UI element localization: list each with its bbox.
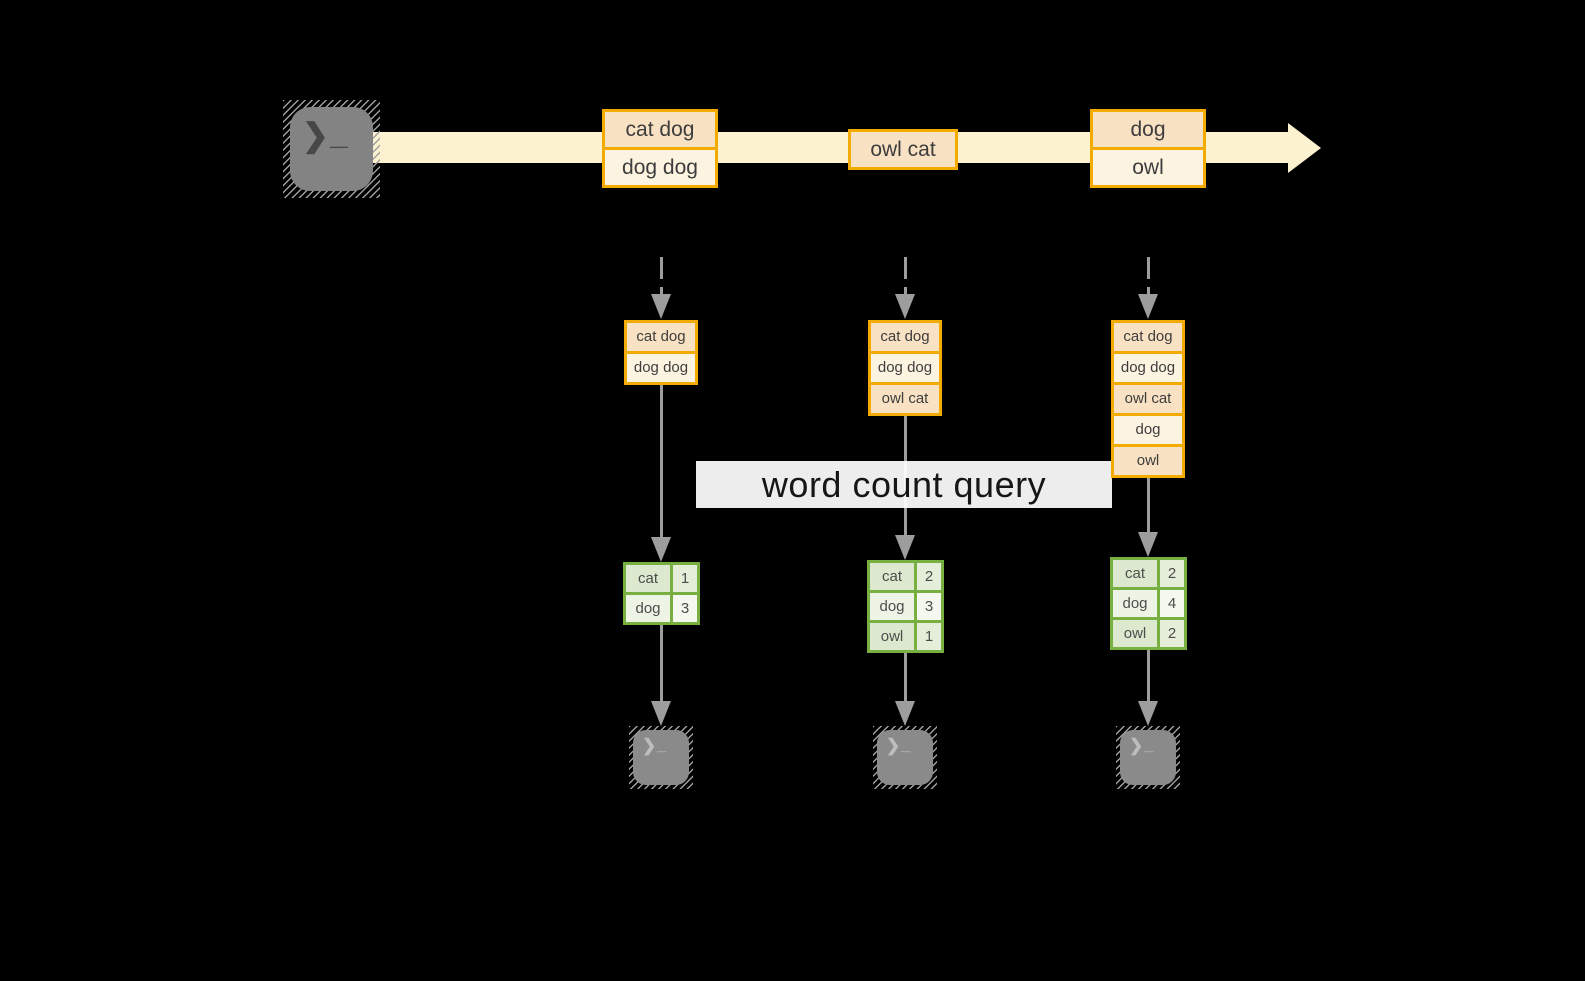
- count-table-2: cat 2 dog 3 owl 1: [867, 560, 944, 653]
- cursor-icon: _: [1144, 735, 1154, 754]
- count-word: dog: [1113, 590, 1157, 617]
- cursor-icon: _: [330, 115, 348, 151]
- count-word: dog: [870, 593, 914, 620]
- stream-batch-3: dog owl: [1090, 109, 1206, 188]
- state-row: dog: [1114, 413, 1182, 444]
- terminal-body: ❯ _: [633, 730, 689, 785]
- trigger-arrow-3: [1146, 257, 1150, 294]
- state-row: owl cat: [1114, 382, 1182, 413]
- count-word: owl: [870, 623, 914, 650]
- terminal-sink-icon-2: ❯ _: [873, 726, 937, 789]
- state-row: dog dog: [627, 351, 695, 382]
- count-word: cat: [1113, 560, 1157, 587]
- output-arrow-2: [903, 653, 907, 701]
- query-arrowhead-2-icon: [894, 535, 915, 560]
- input-state-2: cat dog dog dog owl cat: [868, 320, 942, 416]
- count-word: cat: [626, 565, 670, 592]
- count-value: 2: [1160, 620, 1184, 647]
- count-table-3: cat 2 dog 4 owl 2: [1110, 557, 1187, 650]
- terminal-source-icon: ❯ _: [283, 100, 380, 198]
- count-word: cat: [870, 563, 914, 590]
- cursor-icon: _: [901, 735, 911, 754]
- query-label: word count query: [696, 461, 1112, 508]
- state-row: cat dog: [627, 323, 695, 351]
- trigger-arrow-1: [659, 257, 663, 294]
- prompt-icon: ❯: [1129, 736, 1144, 755]
- trigger-arrowhead-1-icon: [650, 294, 671, 319]
- output-arrowhead-3-icon: [1137, 701, 1158, 726]
- prompt-icon: ❯: [886, 736, 901, 755]
- trigger-arrowhead-2-icon: [894, 294, 915, 319]
- query-arrow-3: [1146, 478, 1150, 532]
- cursor-icon: _: [657, 735, 667, 754]
- count-value: 1: [673, 565, 697, 592]
- state-row: owl cat: [871, 382, 939, 413]
- input-state-1: cat dog dog dog: [624, 320, 698, 385]
- terminal-body: ❯ _: [1120, 730, 1176, 785]
- terminal-sink-icon-1: ❯ _: [629, 726, 693, 789]
- batch-row: dog dog: [605, 147, 715, 185]
- count-table-1: cat 1 dog 3: [623, 562, 700, 625]
- output-arrow-3: [1146, 650, 1150, 701]
- stream-timeline-arrowhead-icon: [1288, 123, 1321, 173]
- count-value: 2: [1160, 560, 1184, 587]
- count-value: 1: [917, 623, 941, 650]
- state-row: cat dog: [1114, 323, 1182, 351]
- count-value: 4: [1160, 590, 1184, 617]
- count-word: dog: [626, 595, 670, 622]
- batch-row: dog: [1093, 112, 1203, 147]
- terminal-sink-icon-3: ❯ _: [1116, 726, 1180, 789]
- state-row: owl: [1114, 444, 1182, 475]
- output-arrowhead-1-icon: [650, 701, 671, 726]
- state-row: dog dog: [1114, 351, 1182, 382]
- terminal-body: ❯ _: [290, 107, 373, 191]
- count-value: 2: [917, 563, 941, 590]
- count-value: 3: [673, 595, 697, 622]
- state-row: cat dog: [871, 323, 939, 351]
- prompt-icon: ❯: [642, 736, 657, 755]
- input-state-3: cat dog dog dog owl cat dog owl: [1111, 320, 1185, 478]
- query-arrow-1: [659, 385, 663, 537]
- query-arrowhead-1-icon: [650, 537, 671, 562]
- trigger-arrowhead-3-icon: [1137, 294, 1158, 319]
- count-value: 3: [917, 593, 941, 620]
- state-row: dog dog: [871, 351, 939, 382]
- query-arrowhead-3-icon: [1137, 532, 1158, 557]
- batch-row: owl: [1093, 147, 1203, 185]
- stream-batch-1: cat dog dog dog: [602, 109, 718, 188]
- trigger-arrow-2: [903, 257, 907, 294]
- terminal-body: ❯ _: [877, 730, 933, 785]
- batch-row: owl cat: [851, 132, 955, 167]
- prompt-icon: ❯: [302, 117, 329, 153]
- output-arrowhead-2-icon: [894, 701, 915, 726]
- count-word: owl: [1113, 620, 1157, 647]
- output-arrow-1: [659, 625, 663, 701]
- batch-row: cat dog: [605, 112, 715, 147]
- stream-batch-2: owl cat: [848, 129, 958, 170]
